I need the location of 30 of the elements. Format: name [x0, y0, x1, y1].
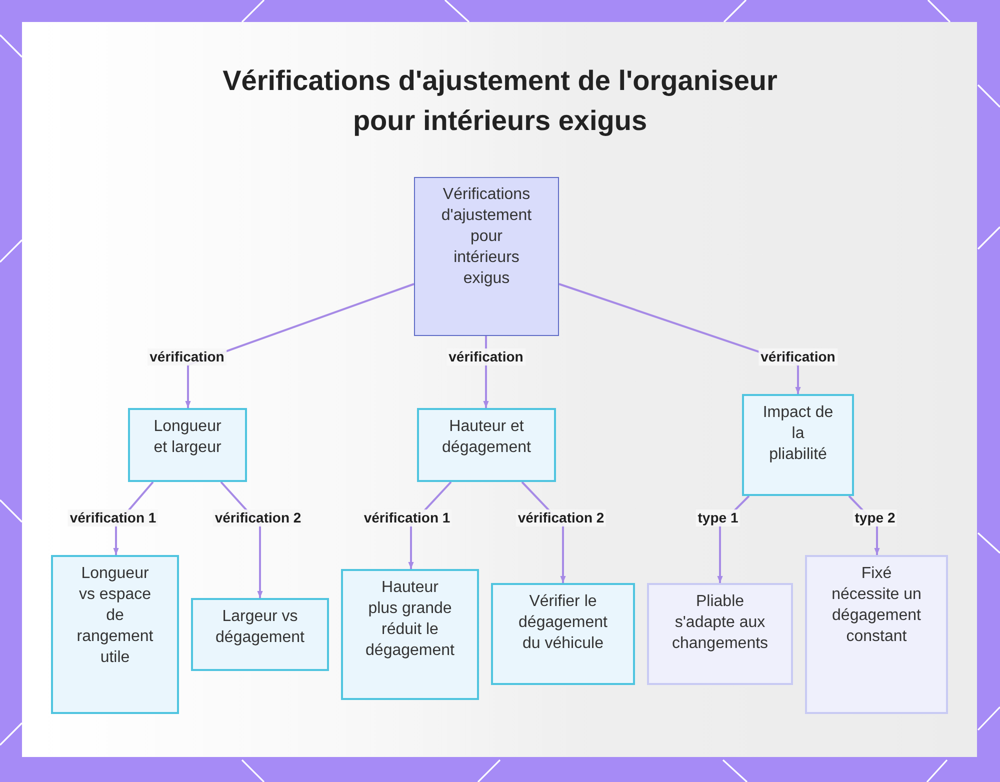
box-label: Fixé nécessite un dégagement constant: [832, 564, 922, 647]
box-label: Vérifications d'ajustement pour intérieurs exigus: [440, 185, 533, 289]
box-label: Largeur vs dégagement: [214, 607, 306, 648]
box-label: Impact de la pliabilité: [762, 403, 834, 465]
box-label: Hauteur plus grande réduit le dégagement: [365, 578, 455, 661]
diagram-title: Vérifications d'ajustement de l'organiseur pour intérieurs exigus: [222, 64, 778, 138]
process-box: [51, 555, 179, 714]
process-box: [128, 408, 247, 482]
box-label: Vérifier le dégagement du véhicule: [518, 592, 608, 654]
edge-label: type 1: [696, 510, 740, 526]
root-box: [414, 177, 559, 336]
box-label: Pliable s'adapte aux changements: [670, 592, 770, 654]
process-box: [491, 583, 635, 685]
process-box: [341, 569, 479, 700]
edge-label: vérification 1: [68, 510, 158, 526]
edge-label: vérification: [446, 348, 526, 366]
edge-label: vérification 1: [362, 510, 452, 526]
process-box: [417, 408, 556, 482]
process-box: [805, 555, 948, 714]
edge-label: vérification 2: [212, 510, 304, 526]
process-box: [191, 598, 329, 671]
edge-label: type 2: [852, 510, 898, 526]
edge-label: vérification 2: [516, 510, 606, 526]
process-box: [647, 583, 793, 685]
box-label: Longueur et largeur: [152, 417, 222, 458]
process-box: [742, 394, 854, 496]
box-label: Hauteur et dégagement: [441, 417, 532, 458]
box-label: Longueur vs espace de rangement utile: [76, 564, 154, 668]
edge-label: vérification: [148, 348, 226, 366]
edge-label: vérification: [758, 348, 838, 366]
